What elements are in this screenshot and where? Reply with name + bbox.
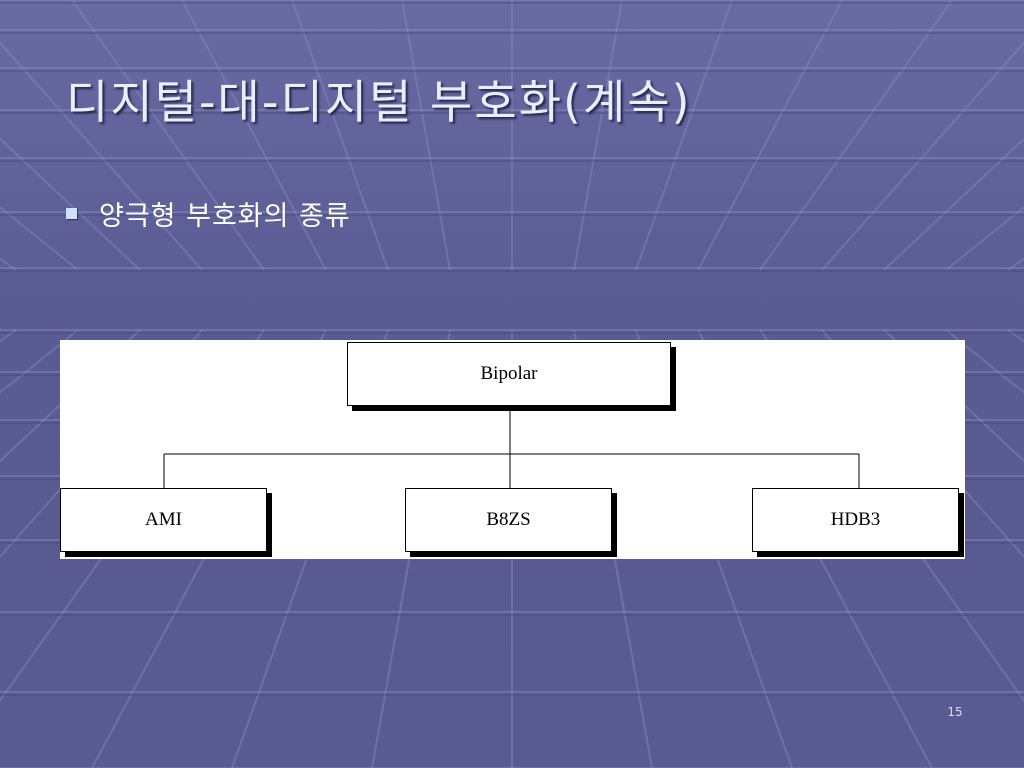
node-hdb3-label: HDB3 [830, 509, 881, 530]
slide-title: 디지털-대-디지털 부호화(계속) [66, 75, 692, 129]
node-ami: AMI [60, 488, 267, 552]
page-number: 15 [947, 705, 963, 719]
connector-lines [163, 410, 860, 488]
node-bipolar-label: Bipolar [480, 363, 538, 384]
node-hdb3: HDB3 [752, 488, 959, 552]
node-ami-label: AMI [145, 509, 182, 530]
bullet-item: 양극형 부호화의 종류 [66, 194, 351, 233]
bullet-text: 양극형 부호화의 종류 [99, 201, 351, 232]
node-b8zs-label: B8ZS [486, 509, 531, 530]
hierarchy-diagram: Bipolar AMI B8ZS HDB3 [60, 340, 965, 559]
node-bipolar: Bipolar [347, 342, 671, 406]
node-b8zs: B8ZS [405, 488, 612, 552]
square-bullet-icon [66, 208, 77, 219]
